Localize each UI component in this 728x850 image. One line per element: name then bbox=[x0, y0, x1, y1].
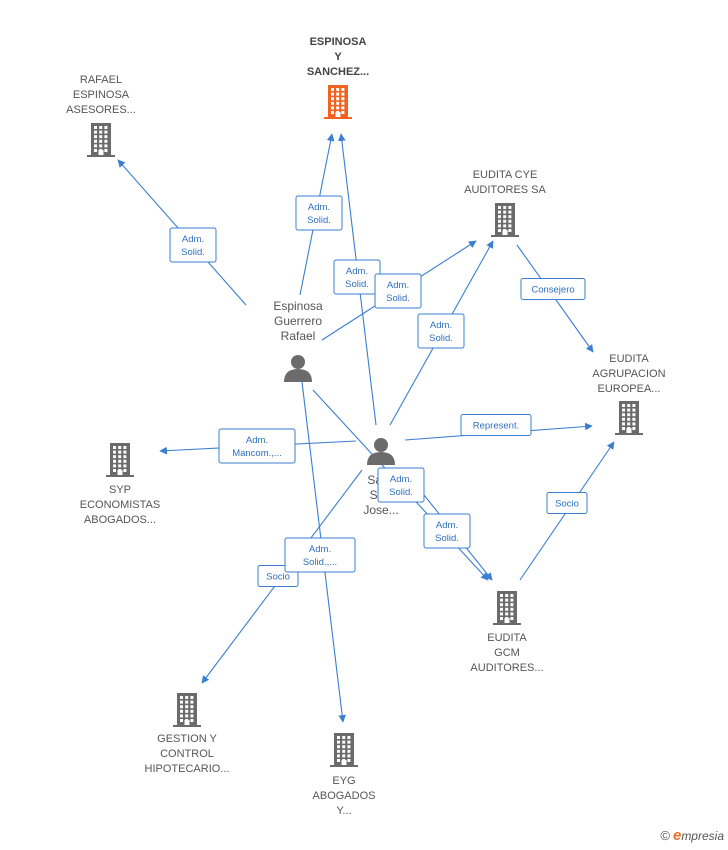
building-icon[interactable] bbox=[493, 591, 521, 625]
edge-label-box bbox=[546, 492, 588, 514]
node-label: AUDITORES... bbox=[470, 662, 543, 674]
edge-label-box bbox=[417, 313, 465, 349]
node-label: Guerrero bbox=[274, 314, 322, 328]
node-label: EUDITA bbox=[609, 353, 649, 365]
building-icon[interactable] bbox=[615, 401, 643, 435]
node-label: GESTION Y bbox=[157, 733, 217, 745]
edge-label-text: Adm. bbox=[182, 234, 204, 245]
node-espinosa-sanchez[interactable]: ESPINOSA Y SANCHEZ... bbox=[307, 36, 369, 119]
node-label: ABOGADOS... bbox=[84, 514, 156, 526]
brand-initial: e bbox=[672, 827, 682, 844]
edge-label-text: Solid. bbox=[307, 215, 331, 226]
node-label: SANCHEZ... bbox=[307, 66, 369, 78]
node-label: EYG bbox=[332, 775, 355, 787]
edge-label-box bbox=[374, 273, 422, 309]
node-label: ASESORES... bbox=[66, 104, 136, 116]
building-icon[interactable] bbox=[330, 733, 358, 767]
edge-label-espinosa-guerrero-to-espinosa-sanchez[interactable]: Adm. Solid. bbox=[295, 195, 343, 231]
edge-label-text: Adm. bbox=[430, 320, 452, 331]
edge-label-box bbox=[169, 227, 217, 263]
node-label: HIPOTECARIO... bbox=[145, 763, 230, 775]
edge-label-box bbox=[284, 537, 356, 573]
edge-label-box bbox=[460, 414, 532, 436]
edge-label-eudita-gcm-to-eudita-agrupacion[interactable]: Socio bbox=[546, 492, 588, 514]
edge-label-sanchez-serrano-to-eudita-agrupacion[interactable]: Represent. bbox=[460, 414, 532, 436]
node-syp-economistas[interactable]: SYP ECONOMISTAS ABOGADOS... bbox=[80, 443, 160, 526]
edge-label-text: Solid. bbox=[386, 293, 410, 304]
edge-label-text: Adm. bbox=[246, 435, 268, 446]
node-label: CONTROL bbox=[160, 748, 214, 760]
edge-label-sanchez-serrano-to-espinosa-sanchez[interactable]: Adm. Solid. bbox=[333, 259, 381, 295]
edge-label-text: Adm. bbox=[346, 266, 368, 277]
node-eudita-cye[interactable]: EUDITA CYE AUDITORES SA bbox=[464, 169, 547, 237]
node-label: EUDITA bbox=[487, 632, 527, 644]
edge-label-text: Solid. bbox=[345, 279, 369, 290]
edge-label-text: Mancom.,... bbox=[232, 448, 282, 459]
node-label: RAFAEL bbox=[80, 74, 122, 86]
node-label: Y bbox=[334, 51, 342, 63]
edge-label-espinosa-guerrero-to-eudita-cye[interactable]: Adm. Solid. bbox=[374, 273, 422, 309]
edge-label-box bbox=[520, 278, 586, 300]
edge-label-box bbox=[218, 428, 296, 464]
node-label: AUDITORES SA bbox=[464, 184, 546, 196]
node-label: Espinosa bbox=[273, 299, 323, 313]
person-icon[interactable] bbox=[367, 438, 395, 465]
edge-label-eudita-cye-to-eudita-agrupacion[interactable]: Consejero bbox=[520, 278, 586, 300]
edge-label-text: Solid.,... bbox=[303, 557, 337, 568]
building-icon[interactable] bbox=[173, 693, 201, 727]
edge-label-text: Solid. bbox=[435, 533, 459, 544]
footer-brand[interactable]: ©empresia bbox=[660, 827, 724, 844]
edge-label-text: Solid. bbox=[181, 247, 205, 258]
node-label: Jose... bbox=[363, 503, 398, 517]
edge-label-sanchez-serrano-to-syp-economistas[interactable]: Adm. Mancom.,... bbox=[218, 428, 296, 464]
edge-label-espinosa-guerrero-to-rafael-espinosa-asesores[interactable]: Adm. Solid. bbox=[169, 227, 217, 263]
edge-label-espinosa-guerrero-to-eudita-gcm[interactable]: Adm. Solid. bbox=[377, 467, 425, 503]
node-label: AGRUPACION bbox=[592, 368, 665, 380]
edge-label-text: Solid. bbox=[389, 487, 413, 498]
building-icon[interactable] bbox=[106, 443, 134, 477]
edges-layer bbox=[117, 133, 615, 723]
node-label: GCM bbox=[494, 647, 520, 659]
node-label: EUDITA CYE bbox=[473, 169, 538, 181]
node-label: ESPINOSA bbox=[310, 36, 367, 48]
node-label: EUROPEA... bbox=[598, 383, 661, 395]
edge-labels-layer: Adm. Solid. Adm. Solid. Adm. Solid. Adm. Solid.… bbox=[169, 195, 588, 587]
edge-label-box bbox=[295, 195, 343, 231]
edge-label-box bbox=[423, 513, 471, 549]
edge-label-sanchez-serrano-to-eudita-gcm[interactable]: Adm. Solid. bbox=[423, 513, 471, 549]
edge-label-text: Adm. bbox=[387, 280, 409, 291]
edge-label-text: Socio bbox=[266, 572, 290, 583]
building-icon[interactable] bbox=[491, 203, 519, 237]
building-icon[interactable] bbox=[87, 123, 115, 157]
node-gestion-control[interactable]: GESTION Y CONTROL HIPOTECARIO... bbox=[145, 693, 230, 775]
edge-label-text: Solid. bbox=[429, 333, 453, 344]
edge-label-text: Socio bbox=[555, 499, 579, 510]
node-label: Rafael bbox=[281, 329, 316, 343]
person-icon[interactable] bbox=[284, 355, 312, 382]
building-icon[interactable] bbox=[324, 85, 352, 119]
nodes-layer: ESPINOSA Y SANCHEZ... RAFAEL ESPINOSA ASESORE… bbox=[66, 36, 665, 817]
edge-label-text: Adm. bbox=[309, 544, 331, 555]
node-rafael-espinosa-asesores[interactable]: RAFAEL ESPINOSA ASESORES... bbox=[66, 74, 136, 157]
brand-name: mpresia bbox=[681, 829, 724, 843]
node-eudita-gcm[interactable]: EUDITA GCM AUDITORES... bbox=[470, 591, 544, 674]
node-eudita-agrupacion[interactable]: EUDITA AGRUPACION EUROPEA... bbox=[592, 353, 666, 435]
edge-label-box bbox=[377, 467, 425, 503]
node-label: ESPINOSA bbox=[73, 89, 130, 101]
node-eyg-abogados[interactable]: EYG ABOGADOS Y... bbox=[313, 733, 376, 817]
edge-label-text: Consejero bbox=[531, 285, 574, 296]
edge-label-text: Represent. bbox=[473, 421, 519, 432]
edge-label-espinosa-guerrero-to-eyg-abogados[interactable]: Adm. Solid.,... bbox=[284, 537, 356, 573]
edge-label-text: Adm. bbox=[308, 202, 330, 213]
edge-label-sanchez-serrano-to-eudita-cye[interactable]: Adm. Solid. bbox=[417, 313, 465, 349]
edge-label-text: Adm. bbox=[390, 474, 412, 485]
node-label: Y... bbox=[336, 805, 351, 817]
node-label: ECONOMISTAS bbox=[80, 499, 160, 511]
edge-label-text: Adm. bbox=[436, 520, 458, 531]
node-label: SYP bbox=[109, 484, 131, 496]
copyright-symbol: © bbox=[660, 828, 670, 843]
node-label: ABOGADOS bbox=[313, 790, 376, 802]
